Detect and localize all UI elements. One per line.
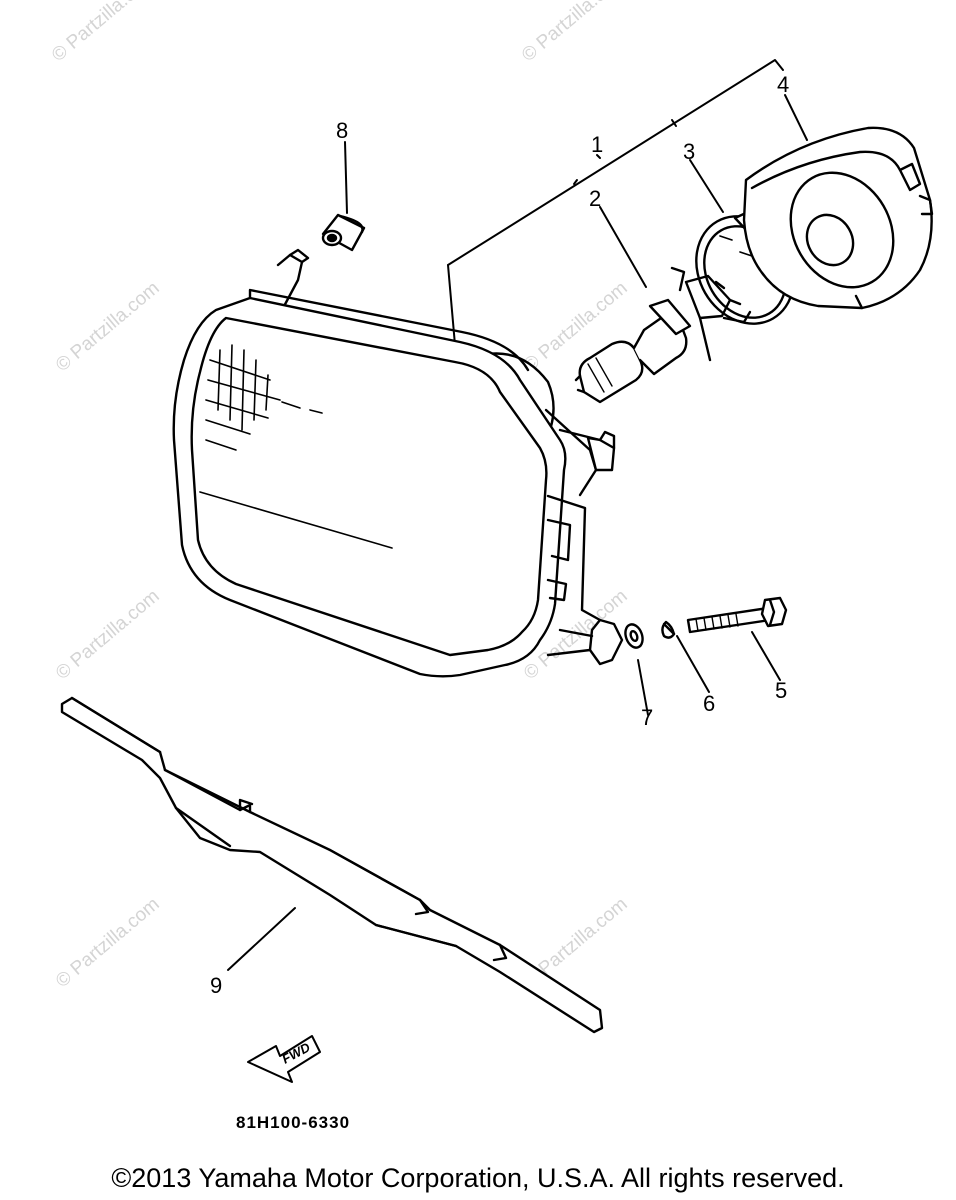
drawing-code: 81H100-6330 <box>236 1113 351 1132</box>
fwd-arrow-icon: FWD <box>247 1035 321 1083</box>
washer-part-7 <box>624 623 644 649</box>
copyright-notice: ©2013 Yamaha Motor Corporation, U.S.A. A… <box>111 1163 845 1193</box>
lens-pattern <box>205 344 323 451</box>
callout-part-6: 6 <box>703 691 716 716</box>
callout-part-9: 9 <box>210 973 223 998</box>
leader-lines <box>227 59 808 971</box>
callout-part-4: 4 <box>777 72 790 97</box>
grommet-part-8 <box>321 213 366 252</box>
rubber-cover-part-4 <box>742 126 934 310</box>
headlight-housing <box>172 248 624 678</box>
bracket-part-9 <box>60 696 604 1034</box>
bolt-part-5 <box>686 596 788 634</box>
callout-part-5: 5 <box>775 678 788 703</box>
callout-part-2: 2 <box>589 186 602 211</box>
callout-part-8: 8 <box>336 118 349 143</box>
callout-part-1: 1 <box>591 132 604 157</box>
callout-part-7: 7 <box>641 705 654 730</box>
bulb-part-2 <box>574 266 742 404</box>
spring-washer-part-6 <box>661 620 676 639</box>
callout-part-3: 3 <box>683 139 696 164</box>
